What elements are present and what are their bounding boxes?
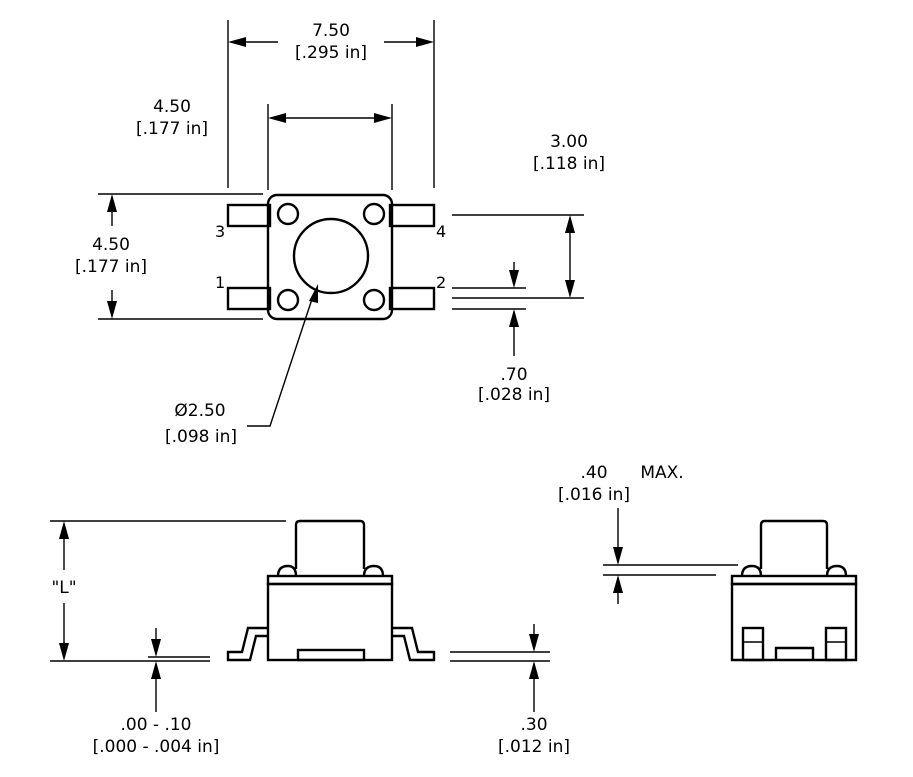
pin-pitch-inch: [.118 in] bbox=[533, 154, 605, 174]
housing-end bbox=[730, 582, 858, 662]
nub bbox=[362, 564, 385, 577]
pin-pitch-mm: 3.00 bbox=[550, 132, 588, 152]
switch-housing bbox=[266, 582, 394, 662]
corner-hole bbox=[276, 202, 300, 226]
bottom-strip bbox=[296, 648, 366, 662]
side-view bbox=[226, 519, 436, 662]
dim-body-width: 4.50 [.177 in] bbox=[136, 97, 393, 190]
nub-end bbox=[825, 564, 848, 577]
button-diameter-mm: Ø2.50 bbox=[174, 401, 225, 421]
lead-1 bbox=[226, 286, 272, 311]
pin-label-3: 3 bbox=[215, 222, 225, 241]
lead-4 bbox=[388, 203, 436, 228]
body-height-mm: 4.50 bbox=[92, 235, 130, 255]
pin-label-4: 4 bbox=[436, 222, 446, 241]
end-view bbox=[730, 519, 858, 662]
corner-hole bbox=[276, 288, 300, 312]
lead-thickness-inch: [.012 in] bbox=[498, 737, 570, 757]
dim-cap-height: .40 MAX. [.016 in] bbox=[558, 463, 738, 604]
switch-body bbox=[266, 193, 394, 321]
lead-left bbox=[226, 626, 268, 662]
standoff-inch: [.000 - .004 in] bbox=[93, 737, 220, 757]
dim-overall-height: "L" bbox=[50, 520, 286, 662]
dim-lead-thickness: .30 [.012 in] bbox=[450, 624, 570, 757]
leg-left bbox=[741, 626, 765, 662]
pin-width-inch: [.028 in] bbox=[478, 385, 550, 405]
lead-2 bbox=[388, 286, 436, 311]
cap-height-mm: .40 bbox=[580, 463, 607, 483]
pin-label-2: 2 bbox=[436, 273, 446, 292]
lead-thickness-mm: .30 bbox=[520, 715, 547, 735]
top-view: 3 1 4 2 bbox=[215, 193, 446, 321]
end-notch bbox=[774, 646, 815, 660]
body-width-inch: [.177 in] bbox=[136, 119, 208, 139]
plunger bbox=[294, 519, 366, 569]
dim-overall-width: 7.50 [.295 in] bbox=[227, 20, 435, 188]
dim-pin-width: .70 [.028 in] bbox=[452, 262, 550, 405]
corner-hole bbox=[362, 288, 386, 312]
cap-height-inch: [.016 in] bbox=[558, 485, 630, 505]
nub-end bbox=[740, 564, 763, 577]
standoff-mm: .00 - .10 bbox=[120, 715, 191, 735]
nub bbox=[276, 564, 298, 577]
body-width-mm: 4.50 bbox=[153, 97, 191, 117]
lead-right bbox=[392, 626, 436, 662]
leg-right bbox=[824, 626, 848, 662]
overall-width-mm: 7.50 bbox=[312, 21, 350, 41]
body-height-inch: [.177 in] bbox=[75, 257, 147, 277]
pin-width-mm: .70 bbox=[500, 365, 527, 385]
dim-pin-pitch: 3.00 [.118 in] bbox=[452, 132, 605, 299]
overall-height-label: "L" bbox=[51, 578, 76, 598]
button-diameter-inch: [.098 in] bbox=[165, 427, 237, 447]
overall-width-inch: [.295 in] bbox=[295, 43, 367, 63]
dim-button-diameter: Ø2.50 [.098 in] bbox=[165, 284, 318, 447]
lead-3 bbox=[226, 203, 272, 228]
pin-label-1: 1 bbox=[215, 273, 225, 292]
dim-standoff: .00 - .10 [.000 - .004 in] bbox=[93, 628, 220, 757]
actuator-button bbox=[292, 217, 370, 295]
corner-hole bbox=[362, 202, 386, 226]
cap-height-suffix: MAX. bbox=[640, 463, 683, 483]
plunger-end bbox=[759, 519, 829, 569]
cover-plate bbox=[266, 574, 394, 586]
dim-body-height: 4.50 [.177 in] bbox=[75, 193, 263, 320]
